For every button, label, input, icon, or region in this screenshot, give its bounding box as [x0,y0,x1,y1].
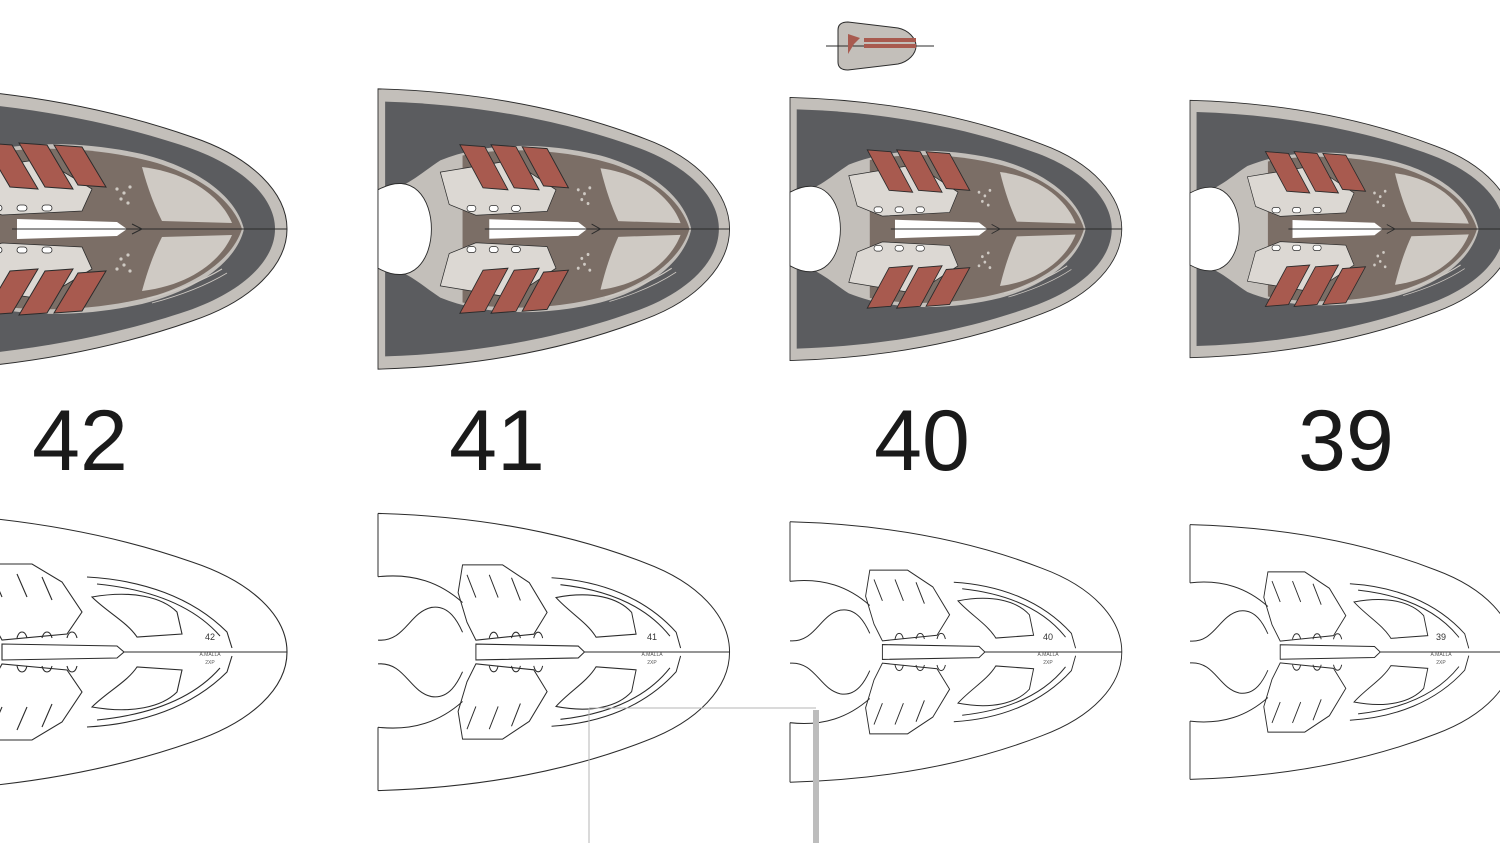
pattern-author-39: A.MALLA [1430,652,1452,658]
size-label-42: 42 [32,393,128,489]
size-label-39: 39 [1298,393,1394,489]
colored-pattern-39 [1189,99,1500,359]
colored-pattern-42 [0,85,288,373]
size-label-40: 40 [874,393,970,489]
outline-pattern-40: 40 A.MALLA 2XP [789,521,1123,783]
pattern-count-41: 2XP [647,660,657,666]
pattern-count-42: 2XP [205,660,215,666]
guide-lines [588,707,819,843]
colored-pattern-40 [789,96,1123,362]
pattern-number-39: 39 [1436,632,1446,642]
pattern-count-40: 2XP [1043,660,1053,666]
pattern-number-41: 41 [647,632,657,642]
pattern-count-39: 2XP [1436,660,1446,666]
outline-pattern-41: 41 A.MALLA 2XP [377,512,731,792]
outline-pattern-42: 42 A.MALLA 2XP [0,511,288,793]
pattern-author-42: A.MALLA [199,652,221,658]
pattern-author-40: A.MALLA [1037,652,1059,658]
pattern-author-41: A.MALLA [641,652,663,658]
pattern-number-42: 42 [205,632,215,642]
outline-pattern-39: 39 A.MALLA 2XP [1189,524,1500,780]
size-label-41: 41 [449,393,545,489]
sole-thumbnail-icon [826,21,934,71]
pattern-number-40: 40 [1043,632,1053,642]
colored-pattern-41 [377,88,731,370]
